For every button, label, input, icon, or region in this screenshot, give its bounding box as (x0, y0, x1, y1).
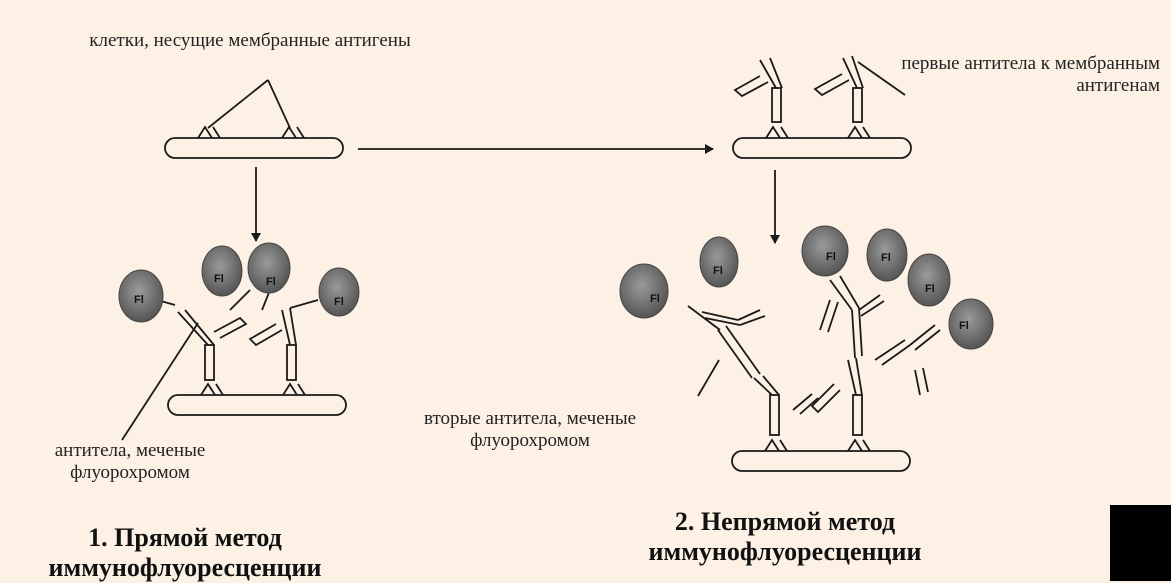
label-first-antibodies: первые антитела к мембранным антигенам (860, 53, 1160, 97)
first-antibody-1 (735, 58, 782, 122)
cell-membrane-top-left (165, 138, 343, 158)
labeled-antibody-direct-2 (250, 300, 318, 380)
cell-membrane-bottom-right (732, 451, 910, 471)
fluorochrome-label: Fl (713, 265, 723, 277)
label-cells: клетки, несущие мембранные антигены (55, 30, 445, 52)
antigens-bottom-left (201, 384, 305, 395)
fluorochrome-label: Fl (266, 276, 276, 288)
antigens-top-right (766, 127, 870, 138)
fluorochrome-i2 (700, 237, 738, 287)
pointer-line-fl-ab (122, 323, 198, 440)
first-antibody-bound-2 (812, 358, 862, 435)
pointer-line-cells-left (208, 80, 268, 128)
fluorochrome-i1 (620, 264, 668, 318)
fluorochrome-d4 (319, 268, 359, 316)
first-antibody-bound-1 (754, 376, 818, 435)
cell-membrane-top-right (733, 138, 911, 158)
pointer-line-second-ab (698, 360, 719, 396)
label-labeled-antibodies: антитела, меченые флуорохромом (30, 440, 230, 484)
pointer-line-cells-right (268, 80, 290, 128)
fluorochrome-i6 (949, 299, 993, 349)
fluorochrome-label: Fl (650, 293, 660, 305)
fluorochrome-i3 (802, 226, 848, 276)
corner-dark-block (1110, 505, 1171, 581)
second-antibody-chain-left (688, 306, 765, 378)
title-indirect-method: 2. Непрямой метод иммунофлуоресценции (620, 507, 950, 567)
fluorochromes-indirect: Fl Fl Fl Fl Fl Fl (620, 226, 993, 349)
fluorochromes-direct: Fl Fl Fl Fl (119, 243, 359, 322)
label-second-antibodies: вторые антитела, меченые флуорохромом (405, 408, 655, 452)
first-antibody-2 (815, 56, 863, 122)
fluorochrome-label: Fl (959, 320, 969, 332)
fluorochrome-d2 (202, 246, 242, 296)
fluorochrome-i5 (908, 254, 950, 306)
fluorochrome-label: Fl (134, 294, 144, 306)
antigens-bottom-right (765, 440, 870, 451)
fluorochrome-label: Fl (925, 283, 935, 295)
title-direct-method: 1. Прямой метод иммунофлуоресценции (20, 523, 350, 583)
crosslink-direct (230, 290, 270, 310)
fluorochrome-label: Fl (214, 273, 224, 285)
fluorochrome-label: Fl (826, 251, 836, 263)
fluorochrome-label: Fl (881, 252, 891, 264)
antigens-top-left (198, 127, 304, 138)
labeled-antibody-direct-1 (150, 298, 246, 380)
cell-membrane-bottom-left (168, 395, 346, 415)
fluorochrome-label: Fl (334, 296, 344, 308)
